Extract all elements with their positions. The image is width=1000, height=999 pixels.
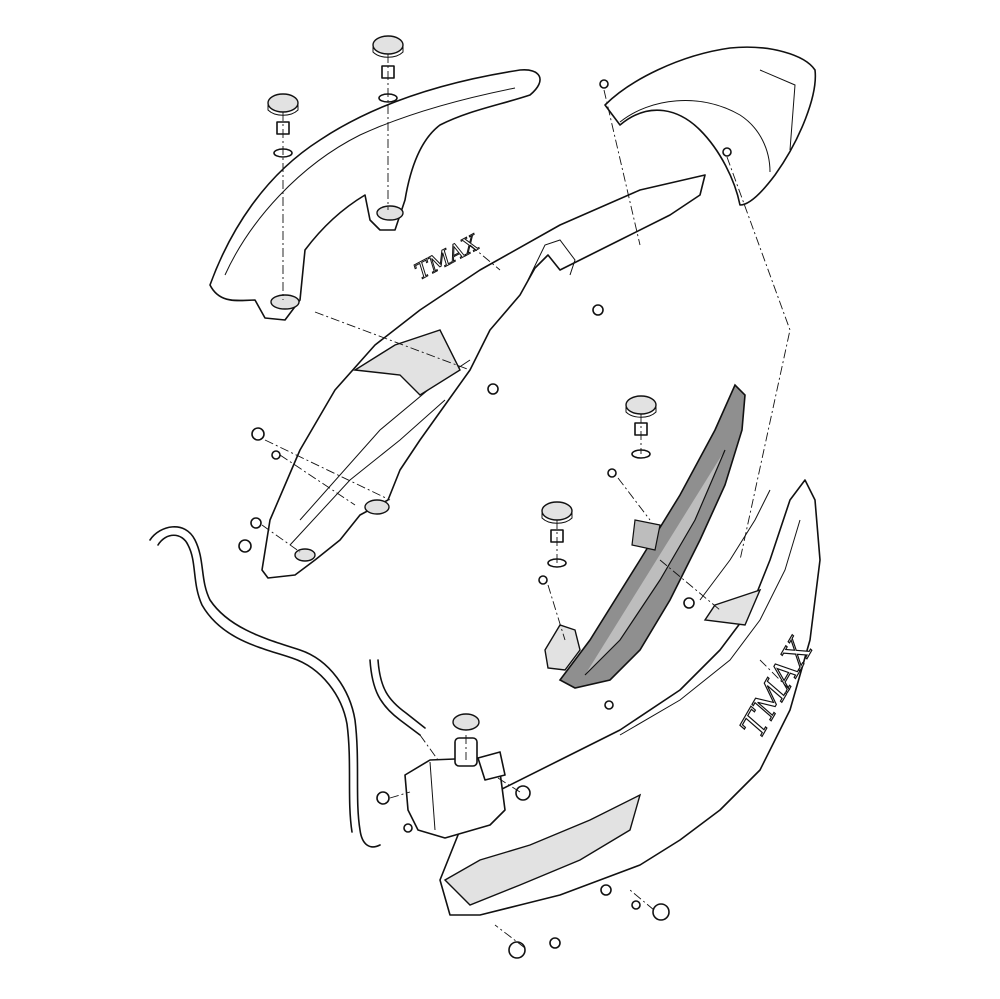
right-side-cover: TMAX (439, 479, 822, 916)
tail-cover (604, 46, 817, 206)
breather-hose (149, 526, 426, 848)
reservoir-tank (404, 713, 506, 839)
left-side-cover: TMAX (261, 174, 706, 579)
leader-lines (261, 54, 791, 949)
upper-cover (209, 69, 541, 321)
grab-bar (544, 383, 746, 689)
bolt-group (238, 65, 732, 959)
